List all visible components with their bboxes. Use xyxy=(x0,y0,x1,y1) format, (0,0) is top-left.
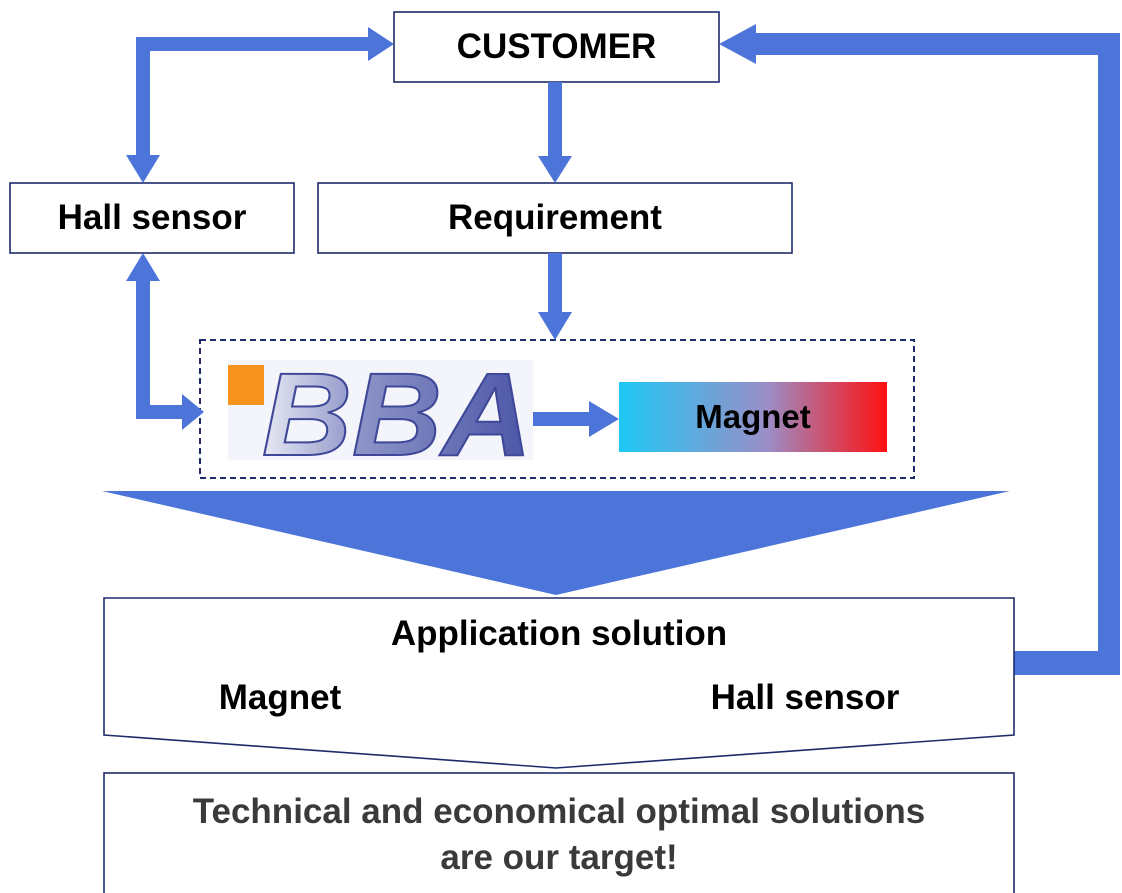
arrow-customer-hall-head-down xyxy=(126,155,160,183)
arrow-bba-magnet-shaft xyxy=(533,412,593,426)
hall-sensor-box xyxy=(9,182,295,254)
application-magnet-label: Magnet xyxy=(218,678,342,717)
arrow-hall-bba-vertical xyxy=(136,279,150,419)
application-solution-box xyxy=(103,597,1015,769)
target-statement: Technical and economical optimal solutio… xyxy=(104,782,1014,887)
magnet-label: Magnet xyxy=(695,398,811,435)
customer-box xyxy=(393,11,720,83)
target-line-2: are our target! xyxy=(440,837,678,877)
application-hall-sensor-label: Hall sensor xyxy=(710,678,900,717)
arrow-hall-bba-head-right xyxy=(182,394,204,430)
arrow-customer-hall-head-right xyxy=(368,27,394,61)
bba-logo-letters: BBA xyxy=(262,349,532,481)
bba-logo-background xyxy=(228,360,533,460)
magnet-gradient-box xyxy=(619,382,887,452)
arrow-application-customer-horizontal-top xyxy=(752,33,1120,55)
target-line-1: Technical and economical optimal solutio… xyxy=(192,792,926,831)
customer-label: CUSTOMER xyxy=(456,27,657,66)
arrow-customer-requirement-head xyxy=(538,156,572,183)
arrow-customer-hall-vertical xyxy=(136,37,150,159)
funnel-arrow xyxy=(102,491,1010,595)
hall-sensor-label: Hall sensor xyxy=(57,198,247,237)
arrow-customer-requirement-shaft xyxy=(548,82,562,160)
bba-logo: BBA xyxy=(228,348,533,482)
arrow-application-customer-head xyxy=(719,24,756,64)
arrow-application-customer-vertical xyxy=(1098,33,1120,675)
application-solution-title: Application solution xyxy=(390,614,728,653)
arrow-hall-bba-horizontal xyxy=(136,405,186,419)
arrow-bba-magnet-head xyxy=(589,401,619,437)
bba-logo-orange-square xyxy=(228,365,264,405)
arrow-requirement-container-shaft xyxy=(548,253,562,315)
requirement-label: Requirement xyxy=(448,198,662,237)
target-box xyxy=(103,772,1015,893)
arrow-customer-hall-horizontal xyxy=(136,37,372,51)
arrow-requirement-container-head xyxy=(538,312,572,340)
arrow-hall-bba-head-up xyxy=(126,253,160,281)
